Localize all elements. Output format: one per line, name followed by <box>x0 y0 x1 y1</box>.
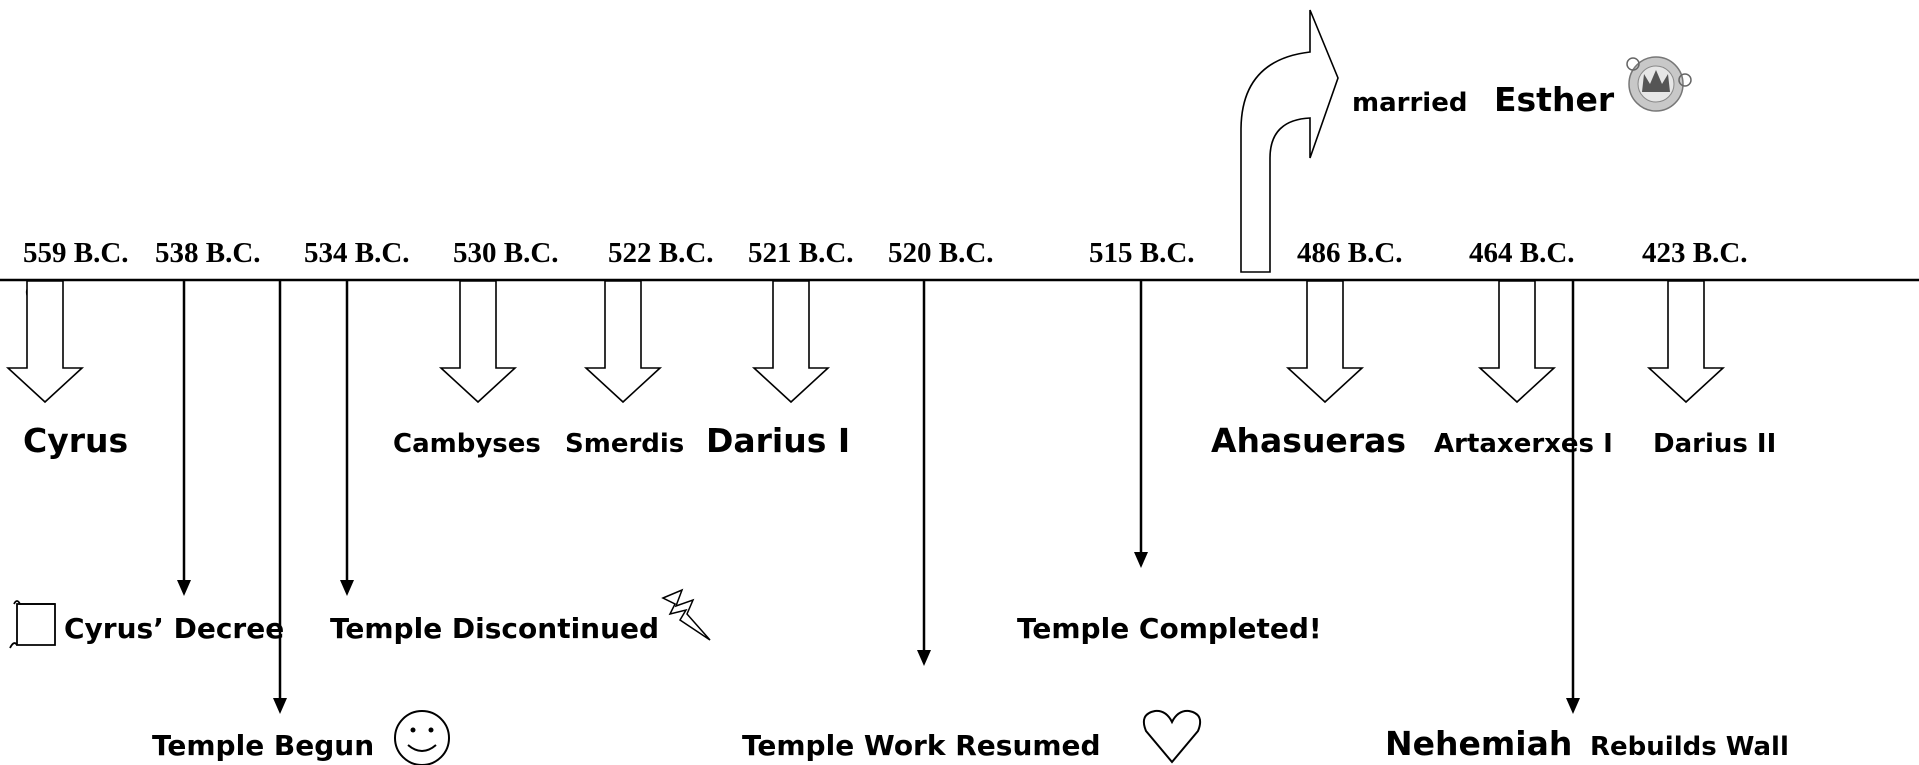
event-arrow-temple-work-resumed <box>917 280 931 666</box>
block-arrow-cambyses <box>438 280 518 404</box>
event-arrow-nehemiah <box>1566 280 1580 714</box>
event-temple-completed: Temple Completed! <box>1017 612 1322 645</box>
smiley-icon <box>394 710 450 765</box>
event-temple-discontinued: Temple Discontinued <box>330 612 659 645</box>
esther-married-label: married <box>1352 88 1467 118</box>
date-486: 486 B.C. <box>1297 237 1403 269</box>
date-423: 423 B.C. <box>1642 237 1748 269</box>
date-520: 520 B.C. <box>888 237 994 269</box>
block-arrow-smerdis <box>583 280 663 404</box>
block-arrow-artaxerxes <box>1477 280 1557 404</box>
king-darius-ii: Darius II <box>1653 429 1776 459</box>
event-arrow-temple-completed <box>1134 280 1148 568</box>
king-ahasueras: Ahasueras <box>1211 421 1406 460</box>
date-522: 522 B.C. <box>608 237 714 269</box>
block-arrow-darius2 <box>1646 280 1726 404</box>
lightning-icon <box>661 588 711 641</box>
curved-arrow-icon <box>1240 9 1339 273</box>
scroll-icon <box>9 600 56 649</box>
king-darius-i: Darius I <box>706 421 850 460</box>
date-538: 538 B.C. <box>155 237 261 269</box>
block-arrow-ahasueras <box>1285 280 1365 404</box>
event-rebuilds-wall: Rebuilds Wall <box>1590 732 1789 762</box>
event-arrow-temple-begun <box>273 280 287 714</box>
block-arrow-cyrus <box>5 280 85 404</box>
event-arrow-cyrus-decree <box>177 280 191 596</box>
event-cyrus-decree: Cyrus’ Decree <box>64 612 284 645</box>
king-cambyses: Cambyses <box>393 429 541 459</box>
event-nehemiah: Nehemiah <box>1385 724 1572 763</box>
block-arrow-darius1 <box>751 280 831 404</box>
heart-icon <box>1142 709 1202 764</box>
king-artaxerxes-i: Artaxerxes I <box>1434 429 1613 459</box>
esther-name-label: Esther <box>1494 80 1615 119</box>
crown-medallion-icon <box>1626 56 1692 112</box>
date-534: 534 B.C. <box>304 237 410 269</box>
date-559: 559 B.C. <box>23 237 129 269</box>
date-530: 530 B.C. <box>453 237 559 269</box>
event-temple-work-resumed: Temple Work Resumed <box>742 729 1101 762</box>
king-smerdis: Smerdis <box>565 429 684 459</box>
date-521: 521 B.C. <box>748 237 854 269</box>
date-515: 515 B.C. <box>1089 237 1195 269</box>
event-arrow-temple-discontinued <box>340 280 354 596</box>
king-cyrus: Cyrus <box>23 421 128 460</box>
date-464: 464 B.C. <box>1469 237 1575 269</box>
event-temple-begun: Temple Begun <box>152 729 374 762</box>
